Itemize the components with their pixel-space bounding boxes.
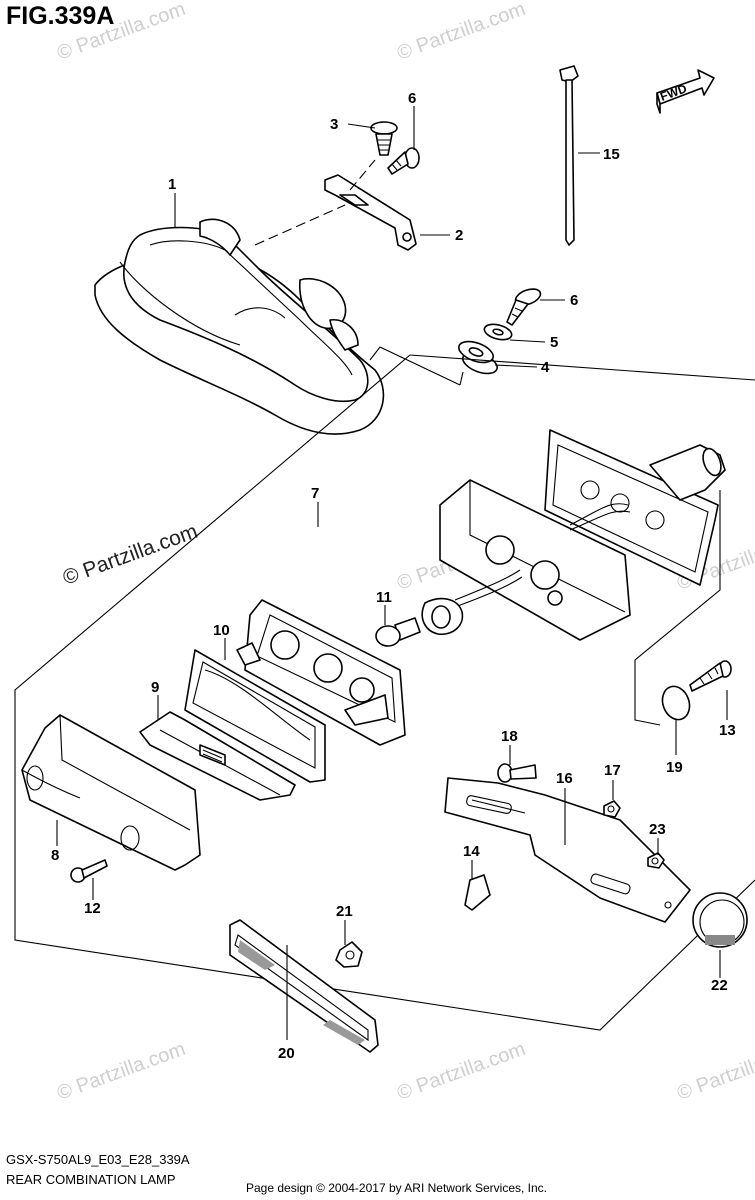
part-14-plug bbox=[464, 874, 491, 911]
lamp-housing-block bbox=[439, 479, 631, 641]
part-16-bracket bbox=[444, 777, 691, 923]
figure-title: FIG.339A bbox=[6, 2, 115, 30]
socket-plate bbox=[236, 599, 406, 746]
callout-11: 11 bbox=[376, 589, 392, 606]
part-19-washer bbox=[661, 685, 691, 721]
part-18-bolt bbox=[497, 763, 537, 783]
callout-21: 21 bbox=[336, 903, 353, 920]
callout-9: 9 bbox=[151, 679, 159, 696]
part-11-bulb-socket bbox=[375, 569, 523, 647]
watermark-faint: © Partzilla.com bbox=[54, 1038, 188, 1105]
watermark-faint: © Partzilla.com bbox=[674, 1038, 755, 1105]
part-22-reflector bbox=[692, 892, 748, 948]
callout-16: 16 bbox=[556, 770, 573, 787]
watermark-faint: © Partzilla.com bbox=[394, 0, 528, 65]
callout-14: 14 bbox=[463, 843, 480, 860]
part-8-lens bbox=[21, 714, 201, 871]
callout-15: 15 bbox=[603, 146, 620, 163]
watermark-faint: © Partzilla.com bbox=[54, 0, 188, 65]
callout-19: 19 bbox=[666, 759, 683, 776]
part-6-screw-right bbox=[506, 288, 542, 326]
part-4-grommet bbox=[458, 340, 498, 375]
part-20-reflector bbox=[229, 919, 379, 1053]
watermark-faint: © Partzilla.com bbox=[394, 1038, 528, 1105]
callout-13: 13 bbox=[719, 722, 736, 739]
part-7-assembly-outline bbox=[14, 354, 755, 1031]
part-12-screw bbox=[70, 859, 108, 883]
part-13-screw bbox=[689, 660, 732, 692]
callout-23: 23 bbox=[649, 821, 666, 838]
callout-5: 5 bbox=[550, 334, 558, 351]
callout-4: 4 bbox=[541, 359, 550, 376]
page-credit: Page design © 2004-2017 by ARI Network S… bbox=[246, 1181, 548, 1195]
lamp-base-plate bbox=[544, 429, 726, 586]
part-23-nut bbox=[647, 852, 665, 869]
callout-10: 10 bbox=[213, 622, 230, 639]
model-code: GSX-S750AL9_E03_E28_339A bbox=[6, 1152, 190, 1167]
watermark-main: © Partzilla.com bbox=[60, 520, 201, 590]
part-5-washer bbox=[483, 323, 513, 341]
part-1-lamp-housing bbox=[94, 218, 385, 435]
callout-12: 12 bbox=[84, 900, 101, 917]
part-3-screw bbox=[370, 121, 398, 156]
callout-20: 20 bbox=[278, 1045, 295, 1062]
callouts: 1 2 3 4 5 6 6 7 8 9 10 11 12 13 14 15 16… bbox=[51, 90, 736, 1062]
diagram-name: REAR COMBINATION LAMP bbox=[6, 1172, 176, 1187]
callout-17: 17 bbox=[604, 762, 621, 779]
part-2-bracket bbox=[324, 174, 417, 251]
callout-6-top: 6 bbox=[408, 90, 416, 107]
fwd-label: FWD bbox=[658, 81, 689, 104]
part-21-nut bbox=[335, 941, 363, 968]
callout-22: 22 bbox=[711, 977, 728, 994]
callout-1: 1 bbox=[168, 176, 176, 193]
part-6-screw-top bbox=[387, 147, 420, 175]
callout-8: 8 bbox=[51, 847, 59, 864]
part-10-gasket bbox=[184, 649, 326, 783]
callout-3: 3 bbox=[330, 116, 338, 133]
callout-7: 7 bbox=[311, 485, 319, 502]
part-15-cable-tie bbox=[559, 65, 579, 246]
callout-2: 2 bbox=[455, 227, 463, 244]
part-9-connector bbox=[139, 711, 296, 801]
part-17-nut bbox=[603, 800, 621, 818]
leader-lines bbox=[56, 106, 728, 1040]
callout-18: 18 bbox=[501, 728, 518, 745]
callout-6-right: 6 bbox=[570, 292, 578, 309]
fwd-arrow-icon: FWD bbox=[656, 69, 715, 114]
